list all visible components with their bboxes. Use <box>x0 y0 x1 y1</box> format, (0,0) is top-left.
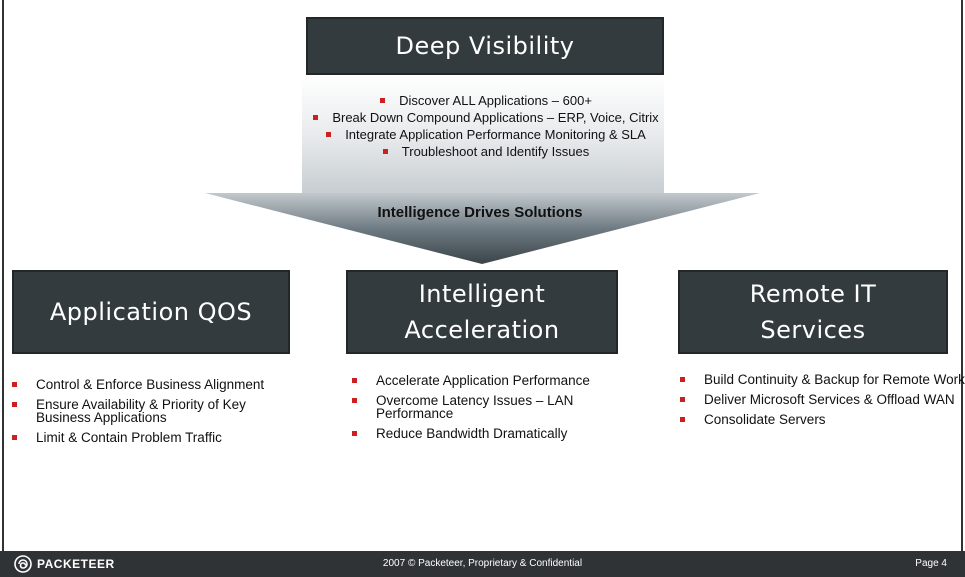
tagline: Intelligence Drives Solutions <box>377 204 583 221</box>
application-qos-title: Application QOS <box>49 298 253 326</box>
funnel-body <box>302 75 664 193</box>
list-item: Consolidate Servers <box>680 413 965 426</box>
bullet-item: Discover ALL Applications – 600+ <box>250 92 722 109</box>
funnel-arrowhead <box>205 193 760 264</box>
footer-bar: PACKETEER 2007 © Packeteer, Proprietary … <box>0 551 965 577</box>
copyright-text: 2007 © Packeteer, Proprietary & Confiden… <box>382 558 583 569</box>
list-item: Accelerate Application Performance <box>352 374 642 387</box>
deep-visibility-box: Deep Visibility <box>306 17 664 75</box>
list-item: Limit & Contain Problem Traffic <box>12 431 302 444</box>
bullet-square-icon <box>313 115 319 120</box>
page-number: Page 4 <box>915 558 947 569</box>
funnel-arrow <box>205 75 760 264</box>
spiral-logo-icon <box>14 555 32 573</box>
acceleration-title-line1: Intelligent <box>418 280 546 308</box>
application-qos-box: Application QOS <box>12 270 290 354</box>
list-item: Build Continuity & Backup for Remote Wor… <box>680 373 965 386</box>
list-item: Ensure Availability & Priority of Key Bu… <box>12 398 302 424</box>
list-item: Deliver Microsoft Services & Offload WAN <box>680 393 965 406</box>
qos-bullet-list: Control & Enforce Business Alignment Ens… <box>12 378 302 451</box>
list-item: Overcome Latency Issues – LAN Performanc… <box>352 394 642 420</box>
list-item: Control & Enforce Business Alignment <box>12 378 302 391</box>
bullet-item: Troubleshoot and Identify Issues <box>250 143 722 160</box>
bullet-square-icon <box>382 149 388 154</box>
slide-frame <box>2 0 963 551</box>
remote-title-line2: Services <box>760 316 866 344</box>
bullet-square-icon <box>326 132 332 137</box>
logo-text: PACKETEER <box>37 557 115 571</box>
deep-visibility-bullets: Discover ALL Applications – 600+ Break D… <box>250 92 722 160</box>
remote-title-line1: Remote IT <box>749 280 877 308</box>
bullet-item: Integrate Application Performance Monito… <box>250 126 722 143</box>
packeteer-logo: PACKETEER <box>14 555 115 573</box>
bullet-square-icon <box>380 98 386 103</box>
bullet-item: Break Down Compound Applications – ERP, … <box>250 109 722 126</box>
acceleration-title-line2: Acceleration <box>404 316 560 344</box>
remote-services-bullet-list: Build Continuity & Backup for Remote Wor… <box>680 373 965 433</box>
acceleration-bullet-list: Accelerate Application Performance Overc… <box>352 374 642 447</box>
deep-visibility-title: Deep Visibility <box>395 32 575 60</box>
remote-it-services-box: Remote IT Services <box>678 270 948 354</box>
intelligent-acceleration-box: Intelligent Acceleration <box>346 270 618 354</box>
list-item: Reduce Bandwidth Dramatically <box>352 427 642 440</box>
